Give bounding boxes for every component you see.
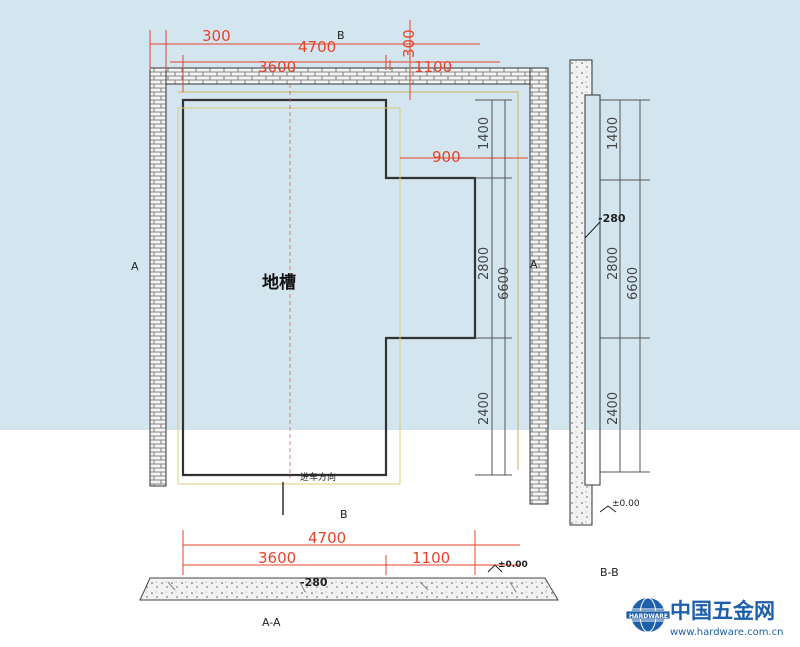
section-aa: 4700 3600 1100 ±0.00 -280 A-A [139, 529, 559, 629]
bb-dim-2400: 2400 [606, 392, 621, 425]
wall-inner-line [178, 91, 519, 470]
dim-top-4700: 4700 [298, 38, 336, 56]
right-dimensions [475, 99, 512, 476]
aa-dim-3600: 3600 [258, 549, 296, 567]
site-logo[interactable]: HARDWARE 中国五金网 www.hardware.com.cn [625, 597, 783, 638]
marker-a-right: A [530, 258, 538, 271]
top-dimensions [149, 20, 500, 100]
right-wall [529, 67, 549, 505]
plan-view: 300 4700 3600 1100 300 900 1400 2800 240… [131, 20, 549, 521]
dim-top-1100: 1100 [414, 58, 452, 76]
dim-right-2800: 2800 [477, 247, 492, 280]
bb-title: B-B [600, 566, 619, 579]
left-wall [149, 67, 167, 487]
bb-depth-label: -280 [598, 212, 626, 225]
logo-url[interactable]: www.hardware.com.cn [670, 627, 783, 638]
section-bb: 1400 2800 2400 6600 -280 ±0.00 B-B [569, 59, 650, 579]
aa-dim-1100: 1100 [412, 549, 450, 567]
logo-name: 中国五金网 [670, 599, 775, 623]
dim-top-3600: 3600 [258, 58, 296, 76]
alignment-rect [177, 107, 401, 485]
pit-label: 地槽 [262, 272, 296, 293]
aa-dim-4700: 4700 [308, 529, 346, 547]
aa-dimensions [182, 530, 520, 575]
bb-section-wall [569, 59, 593, 526]
dim-right-1400: 1400 [477, 117, 492, 150]
bb-dim-6600: 6600 [626, 267, 641, 300]
dim-top-300-left: 300 [202, 27, 231, 45]
marker-a-left: A [131, 260, 139, 273]
dim-side-900: 900 [432, 148, 461, 166]
bb-dimensions [600, 99, 650, 473]
bb-dim-1400: 1400 [606, 117, 621, 150]
dim-top-300-right: 300 [400, 29, 418, 58]
marker-b-bottom: B [340, 508, 348, 521]
bb-ground-label: ±0.00 [612, 499, 640, 509]
aa-depth-label: -280 [300, 576, 328, 589]
logo-badge: HARDWARE [629, 613, 668, 620]
dim-right-2400: 2400 [477, 392, 492, 425]
marker-b-top: B [337, 29, 345, 42]
dim-right-6600: 6600 [497, 267, 512, 300]
aa-title: A-A [262, 616, 281, 629]
direction-label: 进车方向 [300, 471, 336, 483]
aa-ground-label: ±0.00 [498, 560, 528, 570]
top-wall [149, 67, 549, 85]
aa-section-slab [139, 577, 559, 601]
bb-dim-2800: 2800 [606, 247, 621, 280]
